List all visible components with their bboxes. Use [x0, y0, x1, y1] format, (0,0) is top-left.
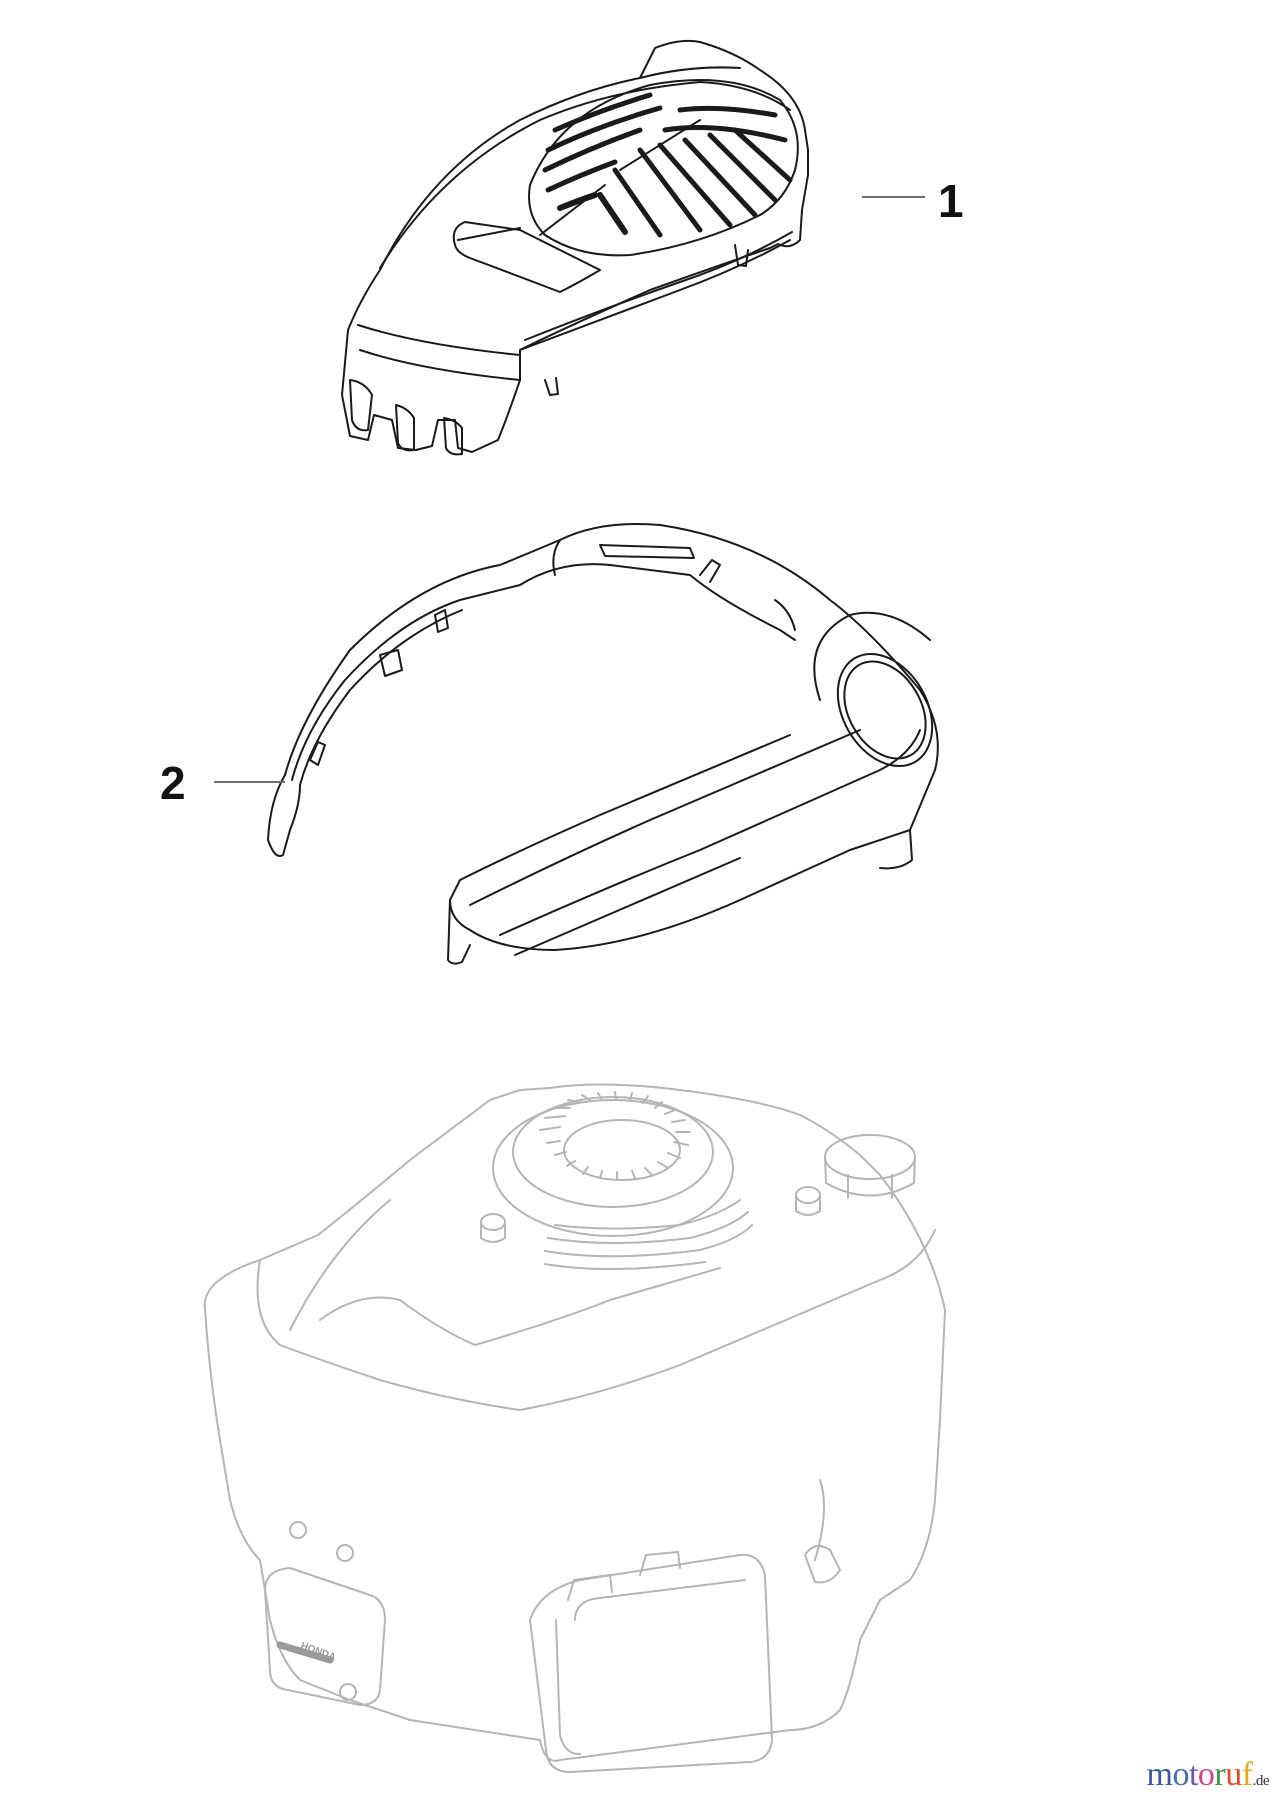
callout-label-2: 2 [160, 757, 186, 809]
watermark-letter-r: r [1214, 1756, 1226, 1793]
watermark-letter-o1: o [1172, 1756, 1189, 1793]
watermark-tld: .de [1252, 1773, 1270, 1789]
watermark-letter-t: t [1188, 1756, 1198, 1793]
watermark-letter-u: u [1225, 1756, 1242, 1793]
callout-label-1: 1 [938, 175, 964, 227]
watermark-letter-f: f [1241, 1756, 1253, 1793]
watermark-letter-m: m [1146, 1756, 1173, 1793]
watermark-letter-o2: o [1197, 1756, 1215, 1793]
watermark-motoruf: motoruf.de [1146, 1756, 1270, 1793]
